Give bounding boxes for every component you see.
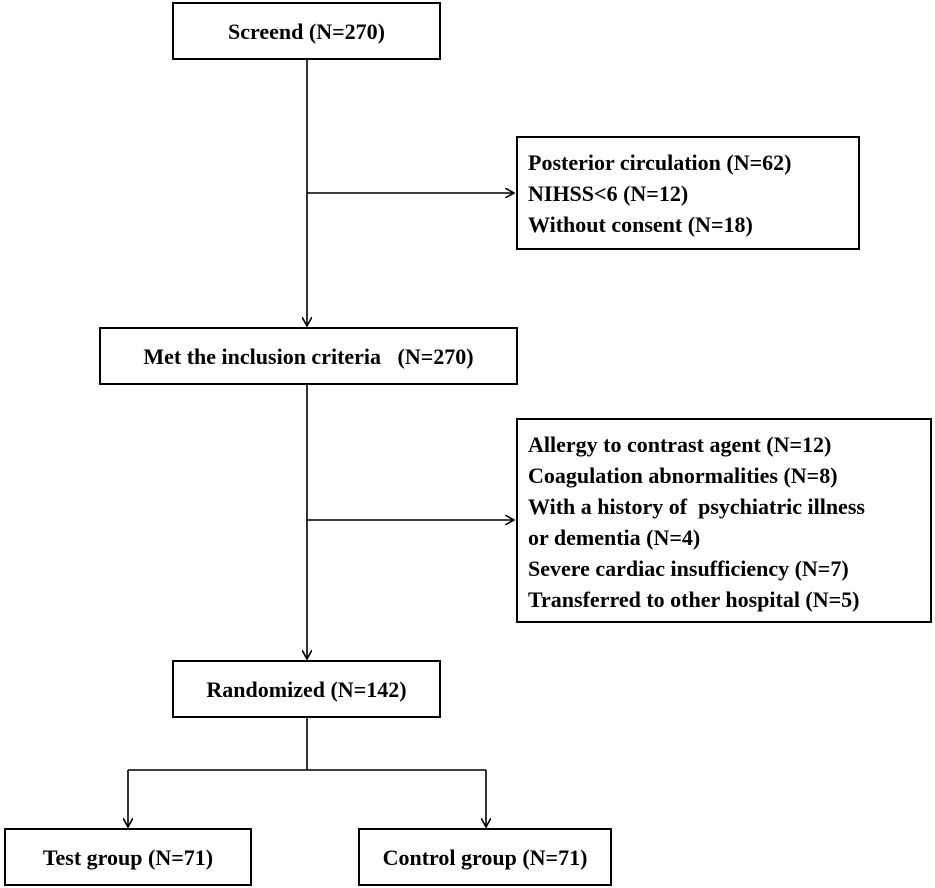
exclusion-2-item: or dementia (N=4)	[528, 525, 701, 550]
exclusion-2-item: Coagulation abnormalities (N=8)	[528, 463, 838, 488]
exclusion-1-item: Without consent (N=18)	[528, 212, 753, 237]
test-group-box: Test group (N=71)	[4, 828, 252, 886]
inclusion-label: Met the inclusion criteria (N=270)	[143, 343, 474, 369]
randomized-box: Randomized (N=142)	[172, 660, 441, 718]
inclusion-box: Met the inclusion criteria (N=270)	[99, 327, 518, 385]
exclusion-2-item: Transferred to other hospital (N=5)	[528, 587, 860, 612]
exclusions-box-1: Posterior circulation (N=62) NIHSS<6 (N=…	[516, 136, 860, 250]
screened-label: Screend (N=270)	[228, 18, 385, 44]
test-group-label: Test group (N=71)	[42, 844, 214, 870]
control-group-label: Control group (N=71)	[382, 844, 588, 870]
randomized-label: Randomized (N=142)	[206, 676, 407, 702]
exclusion-2-item: Allergy to contrast agent (N=12)	[528, 432, 832, 457]
exclusion-1-item: NIHSS<6 (N=12)	[528, 181, 689, 206]
exclusion-1-item: Posterior circulation (N=62)	[528, 150, 792, 175]
exclusion-2-item: Severe cardiac insufficiency (N=7)	[528, 556, 849, 581]
exclusion-2-item: With a history of psychiatric illness	[528, 494, 865, 519]
control-group-box: Control group (N=71)	[358, 828, 612, 886]
screened-box: Screend (N=270)	[172, 2, 441, 60]
exclusions-box-2: Allergy to contrast agent (N=12) Coagula…	[516, 418, 932, 623]
